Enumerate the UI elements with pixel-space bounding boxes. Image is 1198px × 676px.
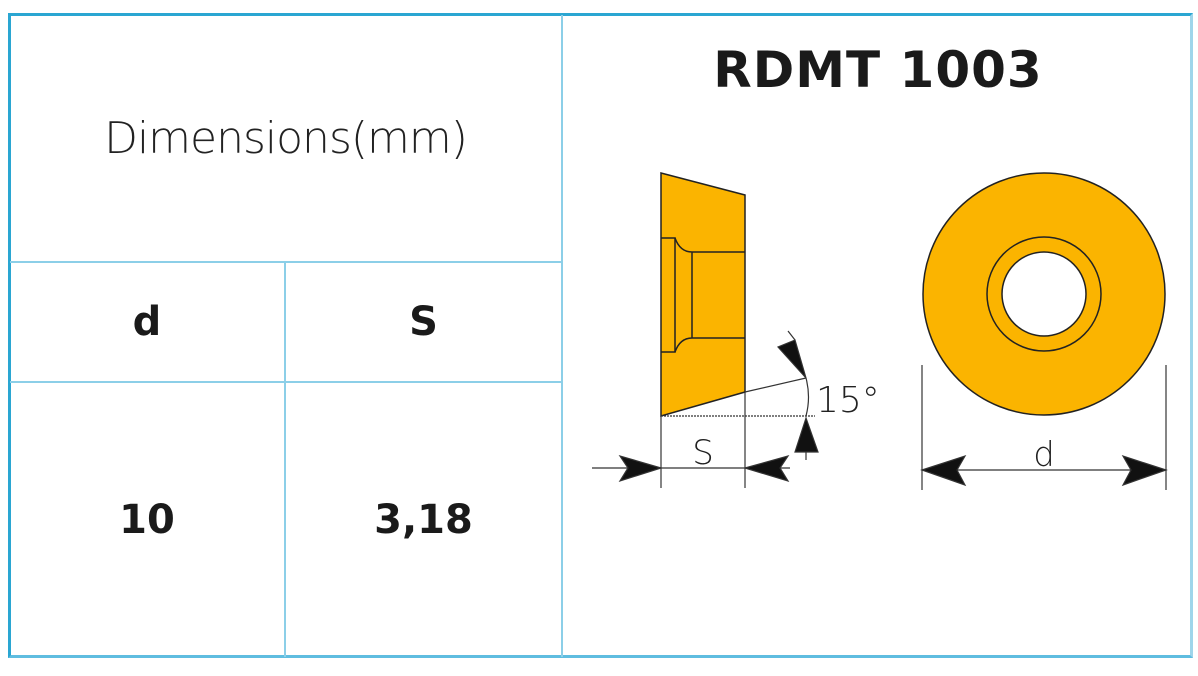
- angle-label: 15°: [816, 380, 880, 421]
- thickness-label: S: [692, 433, 714, 473]
- insert-top-view: [922, 172, 1166, 416]
- angle-arrow-bottom: [794, 416, 819, 453]
- divider-columns: [10, 381, 562, 383]
- angle-dimension: [661, 330, 819, 460]
- table-frame: [8, 13, 1193, 658]
- thickness-dimension: [592, 392, 790, 488]
- diameter-label: d: [1033, 435, 1055, 475]
- column-header-s: S: [409, 299, 438, 345]
- diameter-dimension: [920, 365, 1168, 490]
- divider-vertical-main: [561, 15, 563, 657]
- insert-side-view: [660, 172, 746, 417]
- dimensions-heading: Dimensions(mm): [104, 112, 468, 164]
- divider-column: [284, 262, 286, 657]
- column-header-d: d: [132, 299, 162, 345]
- divider-header: [10, 261, 562, 263]
- value-d: 10: [119, 497, 175, 543]
- value-s: 3,18: [374, 497, 473, 543]
- angle-arrow-top: [776, 339, 807, 379]
- insert-title: RDMT 1003: [713, 41, 1043, 99]
